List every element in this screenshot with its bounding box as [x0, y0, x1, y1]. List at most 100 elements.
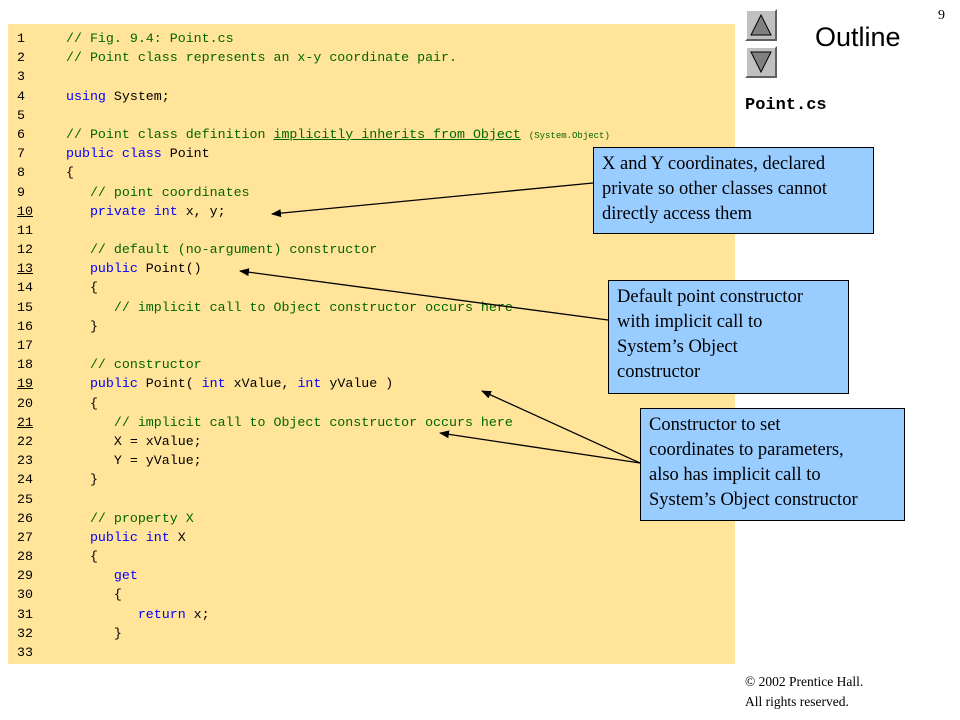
code-token: }	[66, 625, 122, 641]
code-token: public	[66, 261, 138, 277]
callout-default-constructor: Default point constructor with implicit …	[608, 280, 849, 394]
code-token: {	[66, 549, 98, 565]
code-line: 27 public int X	[8, 528, 735, 547]
code-token: // Point class represents an x-y coordin…	[66, 50, 457, 66]
copyright-line: All rights reserved.	[745, 694, 849, 709]
line-number: 17	[17, 338, 33, 353]
code-text: // point coordinates	[66, 183, 250, 202]
code-line: 10 private int x, y;	[8, 202, 735, 221]
code-token: // default (no-argument) constructor	[66, 242, 378, 258]
code-token: // property X	[66, 510, 194, 526]
code-token: implicitly inherits from Object	[273, 126, 521, 142]
callout-line: X and Y coordinates, declared	[602, 154, 826, 174]
code-line: 16 }	[8, 317, 735, 336]
code-line: 17	[8, 336, 735, 355]
line-number: 23	[17, 453, 33, 469]
callout-line: also has implicit call to	[649, 465, 821, 485]
code-token: public int	[66, 529, 170, 545]
code-token: Point()	[137, 261, 202, 277]
line-number: 25	[17, 491, 33, 507]
arrow-coords	[271, 182, 594, 218]
line-number: 24	[17, 472, 33, 488]
code-token: {	[66, 165, 74, 181]
code-line: 14 {	[8, 278, 735, 297]
code-text: public int X	[66, 528, 186, 547]
callout-coordinates: X and Y coordinates, declared private so…	[593, 147, 874, 234]
outline-title: Outline	[815, 22, 901, 52]
code-token: // implicit call to Object constructor o…	[66, 299, 513, 315]
code-line: 19 public Point( int xValue, int yValue …	[8, 374, 735, 393]
line-number: 20	[17, 395, 33, 411]
code-line: 23 Y = yValue;	[8, 451, 735, 470]
code-line: 6// Point class definition implicitly in…	[8, 125, 735, 144]
code-line: 32 }	[8, 624, 735, 643]
line-number: 7	[17, 146, 25, 162]
code-text: {	[66, 278, 98, 297]
copyright-line: © 2002 Prentice Hall.	[745, 674, 864, 689]
next-slide-button[interactable]	[745, 46, 777, 78]
line-number: 14	[17, 280, 33, 296]
code-text: // Point class represents an x-y coordin…	[66, 48, 457, 67]
code-text: // Point class definition implicitly inh…	[66, 125, 610, 146]
code-text: {	[66, 394, 98, 413]
code-line: 5	[8, 106, 735, 125]
code-token: {	[66, 587, 122, 603]
code-token: return	[66, 606, 186, 622]
line-number: 18	[17, 357, 33, 373]
line-number: 8	[17, 165, 25, 181]
page-number: 9	[938, 8, 945, 23]
code-line: 31 return x;	[8, 605, 735, 624]
code-token: private int	[66, 203, 178, 219]
line-number: 1	[17, 31, 25, 46]
code-token: // Fig. 9.4: Point.cs	[66, 31, 234, 46]
code-text: return x;	[66, 605, 210, 624]
line-number: 27	[17, 529, 33, 545]
code-token: public	[66, 376, 138, 392]
code-token: xValue,	[225, 376, 298, 392]
code-token: // implicit call to Object constructor o…	[66, 414, 513, 430]
code-text: public class Point	[66, 144, 210, 163]
callout-line: Constructor to set	[649, 415, 781, 435]
code-token: using	[66, 88, 106, 104]
code-text: // Fig. 9.4: Point.cs	[66, 29, 234, 48]
code-text: }	[66, 317, 98, 336]
code-line: 11	[8, 221, 735, 240]
code-text: get	[66, 566, 138, 585]
previous-slide-button[interactable]	[745, 9, 777, 41]
code-token: public class	[66, 146, 162, 162]
arrow-param-ctor-2	[439, 430, 641, 464]
code-token: int	[297, 376, 322, 392]
line-number: 33	[17, 645, 33, 660]
code-line: 24 }	[8, 470, 735, 489]
code-line: 8{	[8, 163, 735, 182]
code-token: X = xValue;	[66, 433, 202, 449]
line-number: 3	[17, 69, 25, 85]
code-token: System;	[105, 88, 170, 104]
code-line: 26 // property X	[8, 509, 735, 528]
line-number: 31	[17, 606, 33, 622]
code-text: {	[66, 163, 74, 182]
arrow-up-icon	[750, 13, 772, 36]
line-number: 5	[17, 107, 25, 123]
code-line: 29 get	[8, 566, 735, 585]
code-line: 25	[8, 490, 735, 509]
line-number: 26	[17, 510, 33, 526]
callout-line: Default point constructor	[617, 287, 803, 307]
callout-line: coordinates to parameters,	[649, 440, 844, 460]
code-text: // implicit call to Object constructor o…	[66, 413, 513, 432]
line-number: 11	[17, 222, 33, 238]
code-token: // Point class definition	[66, 126, 274, 142]
code-text: using System;	[66, 87, 170, 106]
code-token: Point	[161, 146, 210, 162]
code-line: 12 // default (no-argument) constructor	[8, 240, 735, 259]
code-token: // constructor	[66, 357, 202, 373]
line-number: 10	[17, 203, 33, 219]
arrow-param-ctor-1	[481, 390, 641, 464]
code-token: Y = yValue;	[66, 453, 202, 469]
line-number: 32	[17, 625, 33, 641]
code-token: get	[66, 568, 138, 584]
line-number: 9	[17, 184, 25, 200]
code-token: x, y;	[177, 203, 226, 219]
